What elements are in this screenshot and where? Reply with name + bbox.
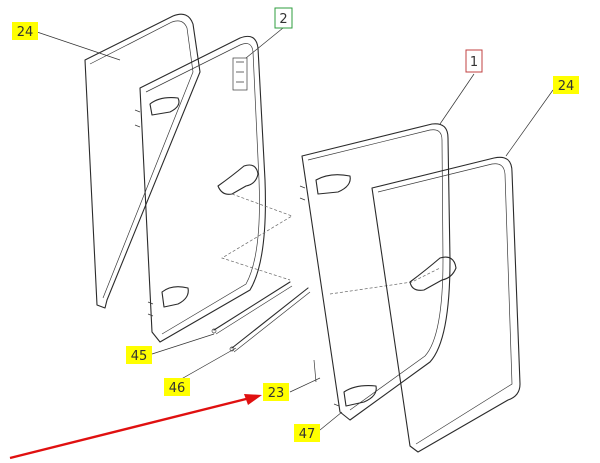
callout-24-left: 24 <box>12 22 38 40</box>
callout-23: 23 <box>263 383 289 401</box>
callout-46: 46 <box>164 378 190 396</box>
leader-lines <box>36 27 554 431</box>
left-door-seal <box>84 13 201 309</box>
callout-24-right-text: 24 <box>558 79 575 94</box>
callout-47-text: 47 <box>299 427 316 442</box>
callout-2: 2 <box>274 7 293 29</box>
callout-23-text: 23 <box>268 386 285 401</box>
gas-strut-45 <box>211 281 293 335</box>
callout-47: 47 <box>294 424 320 442</box>
red-arrow-pointer <box>9 394 262 460</box>
callout-1-text: 1 <box>470 55 478 70</box>
callout-2-text: 2 <box>279 12 287 27</box>
callout-46-text: 46 <box>169 381 186 396</box>
left-door-panel <box>134 35 266 343</box>
callout-1: 1 <box>465 49 483 73</box>
right-door-seal <box>371 156 521 453</box>
right-door-panel <box>299 123 451 421</box>
callout-24-left-text: 24 <box>17 25 34 40</box>
gas-strut-46 <box>229 287 311 353</box>
assembly-guide-lines <box>221 193 441 295</box>
callout-45-text: 45 <box>131 349 148 364</box>
callout-24-right: 24 <box>553 76 579 94</box>
callout-45: 45 <box>126 346 152 364</box>
